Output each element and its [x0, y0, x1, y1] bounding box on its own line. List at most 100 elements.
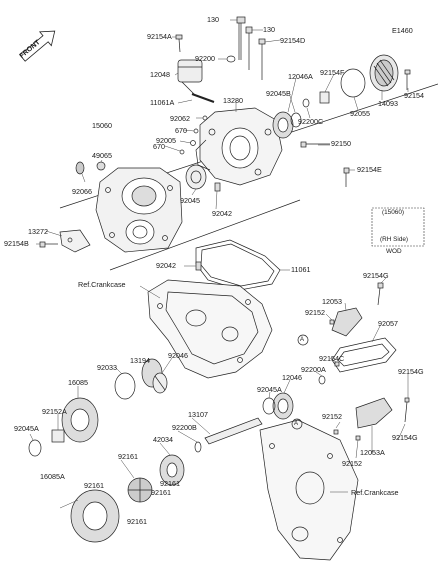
label-670-a: 670	[175, 126, 187, 135]
label-92200a: 92200A	[301, 365, 326, 374]
cover-14093	[369, 54, 399, 92]
bolt-92062	[202, 115, 208, 121]
gasket-11061a	[191, 93, 215, 103]
gear-16085a	[70, 489, 120, 543]
ring-92033	[114, 372, 136, 400]
bearing-92045a-left	[28, 439, 42, 457]
crankcase	[147, 279, 273, 379]
bolt-49065	[96, 161, 106, 171]
label-12046a: 12046A	[288, 72, 313, 81]
label-92154b: 92154B	[4, 239, 29, 248]
label-11061a: 11061A	[150, 98, 175, 107]
label-92200: 92200	[195, 54, 215, 63]
bolt-92154g-1	[377, 282, 384, 306]
washer-92200c	[302, 98, 310, 108]
washer-92045b	[290, 112, 302, 128]
dowel-670b	[179, 149, 185, 155]
label-92200c: 92200C	[298, 117, 324, 126]
label-15060: 15060	[92, 121, 112, 130]
label-92161-a: 92161	[118, 452, 138, 461]
label-92057: 92057	[378, 319, 398, 328]
bolt-92154b	[39, 241, 58, 248]
bolt-92150	[300, 141, 330, 148]
bearing-92046	[152, 372, 168, 394]
crankcase-lower-right	[259, 419, 359, 561]
wod-note-box: (15060) (RH Side) WOD	[366, 205, 430, 255]
label-11061: 11061	[291, 265, 311, 274]
hub-assembly	[127, 477, 153, 503]
bolt-92154a	[175, 34, 183, 53]
bolt-92154	[404, 69, 411, 90]
label-92066: 92066	[72, 187, 92, 196]
oring-92005	[190, 140, 196, 146]
callout-a-top	[297, 334, 309, 346]
label-92062: 92062	[170, 114, 190, 123]
chain-92057	[331, 337, 397, 373]
dowel-92042b	[195, 261, 202, 271]
washer-92200	[226, 55, 236, 63]
bolt-92154c	[334, 361, 340, 367]
tensioner-12048	[177, 59, 203, 97]
wod-note: (RH Side)	[380, 236, 409, 243]
bracket-13272	[59, 229, 91, 253]
label-16085a: 16085A	[40, 472, 65, 481]
callout-a-top-label: A	[300, 337, 305, 343]
dowel-92042a	[214, 182, 221, 192]
label-13107: 13107	[188, 410, 208, 419]
label-92045: 92045	[180, 196, 200, 205]
wod-caption: WOD	[386, 248, 402, 255]
dowel-670a	[193, 128, 199, 134]
label-92161-b: 92161	[84, 481, 104, 490]
label-14093: 14093	[378, 99, 398, 108]
oring-92055	[340, 68, 366, 98]
gasket-11061	[195, 239, 281, 291]
bolt-92152-a	[329, 319, 335, 325]
wod-frame	[371, 207, 425, 247]
diagram-code: E1460	[392, 26, 413, 35]
label-12046: 12046	[282, 373, 302, 382]
bolt-92154e	[343, 167, 350, 187]
label-92055: 92055	[350, 109, 370, 118]
label-12053: 12053	[322, 297, 342, 306]
collar-92152a	[51, 429, 65, 443]
separator-line-lower	[109, 199, 301, 271]
label-92154e: 92154E	[357, 165, 382, 174]
wod-code: (15060)	[382, 209, 405, 216]
label-130-b: 130	[263, 25, 275, 34]
label-92045b: 92045B	[266, 89, 291, 98]
label-130-a: 130	[207, 15, 219, 24]
label-92154: 92154	[404, 91, 424, 100]
label-ref-crankcase-bottom: Ref.Crankcase	[351, 488, 399, 497]
gear-case-15060	[95, 167, 183, 253]
label-92161-c: 92161	[160, 479, 180, 488]
label-92045a-left: 92045A	[14, 424, 39, 433]
label-13280: 13280	[223, 96, 243, 105]
label-92042-b: 92042	[156, 261, 176, 270]
guide-12053a	[355, 397, 393, 429]
label-92033: 92033	[97, 363, 117, 372]
label-13272: 13272	[28, 227, 48, 236]
label-92150: 92150	[331, 139, 351, 148]
label-92005: 92005	[156, 136, 176, 145]
label-92154d: 92154D	[280, 36, 306, 45]
bolt-92154d	[258, 38, 266, 80]
label-ref-crankcase-top: Ref.Crankcase	[78, 280, 126, 289]
label-92200b: 92200B	[172, 423, 197, 432]
gear-12046a	[272, 111, 294, 139]
label-92154c: 92154C	[319, 354, 345, 363]
callout-a-bottom-label: A	[294, 421, 299, 427]
label-12048: 12048	[150, 70, 170, 79]
bolt-130-b	[245, 26, 253, 70]
label-16085: 16085	[68, 378, 88, 387]
label-92161-e: 92161	[127, 517, 147, 526]
label-92152-b: 92152	[322, 412, 342, 421]
shaft-13107	[204, 417, 263, 445]
gear-12046	[272, 392, 294, 420]
label-92161-d: 92161	[151, 488, 171, 497]
bolt-92154g-2	[404, 397, 410, 423]
bolt-92152-b	[333, 429, 339, 435]
label-92152a: 92152A	[42, 407, 67, 416]
bolt-92066	[75, 161, 85, 175]
collar-92154f	[319, 91, 330, 104]
label-92154g-3: 92154G	[392, 433, 418, 442]
